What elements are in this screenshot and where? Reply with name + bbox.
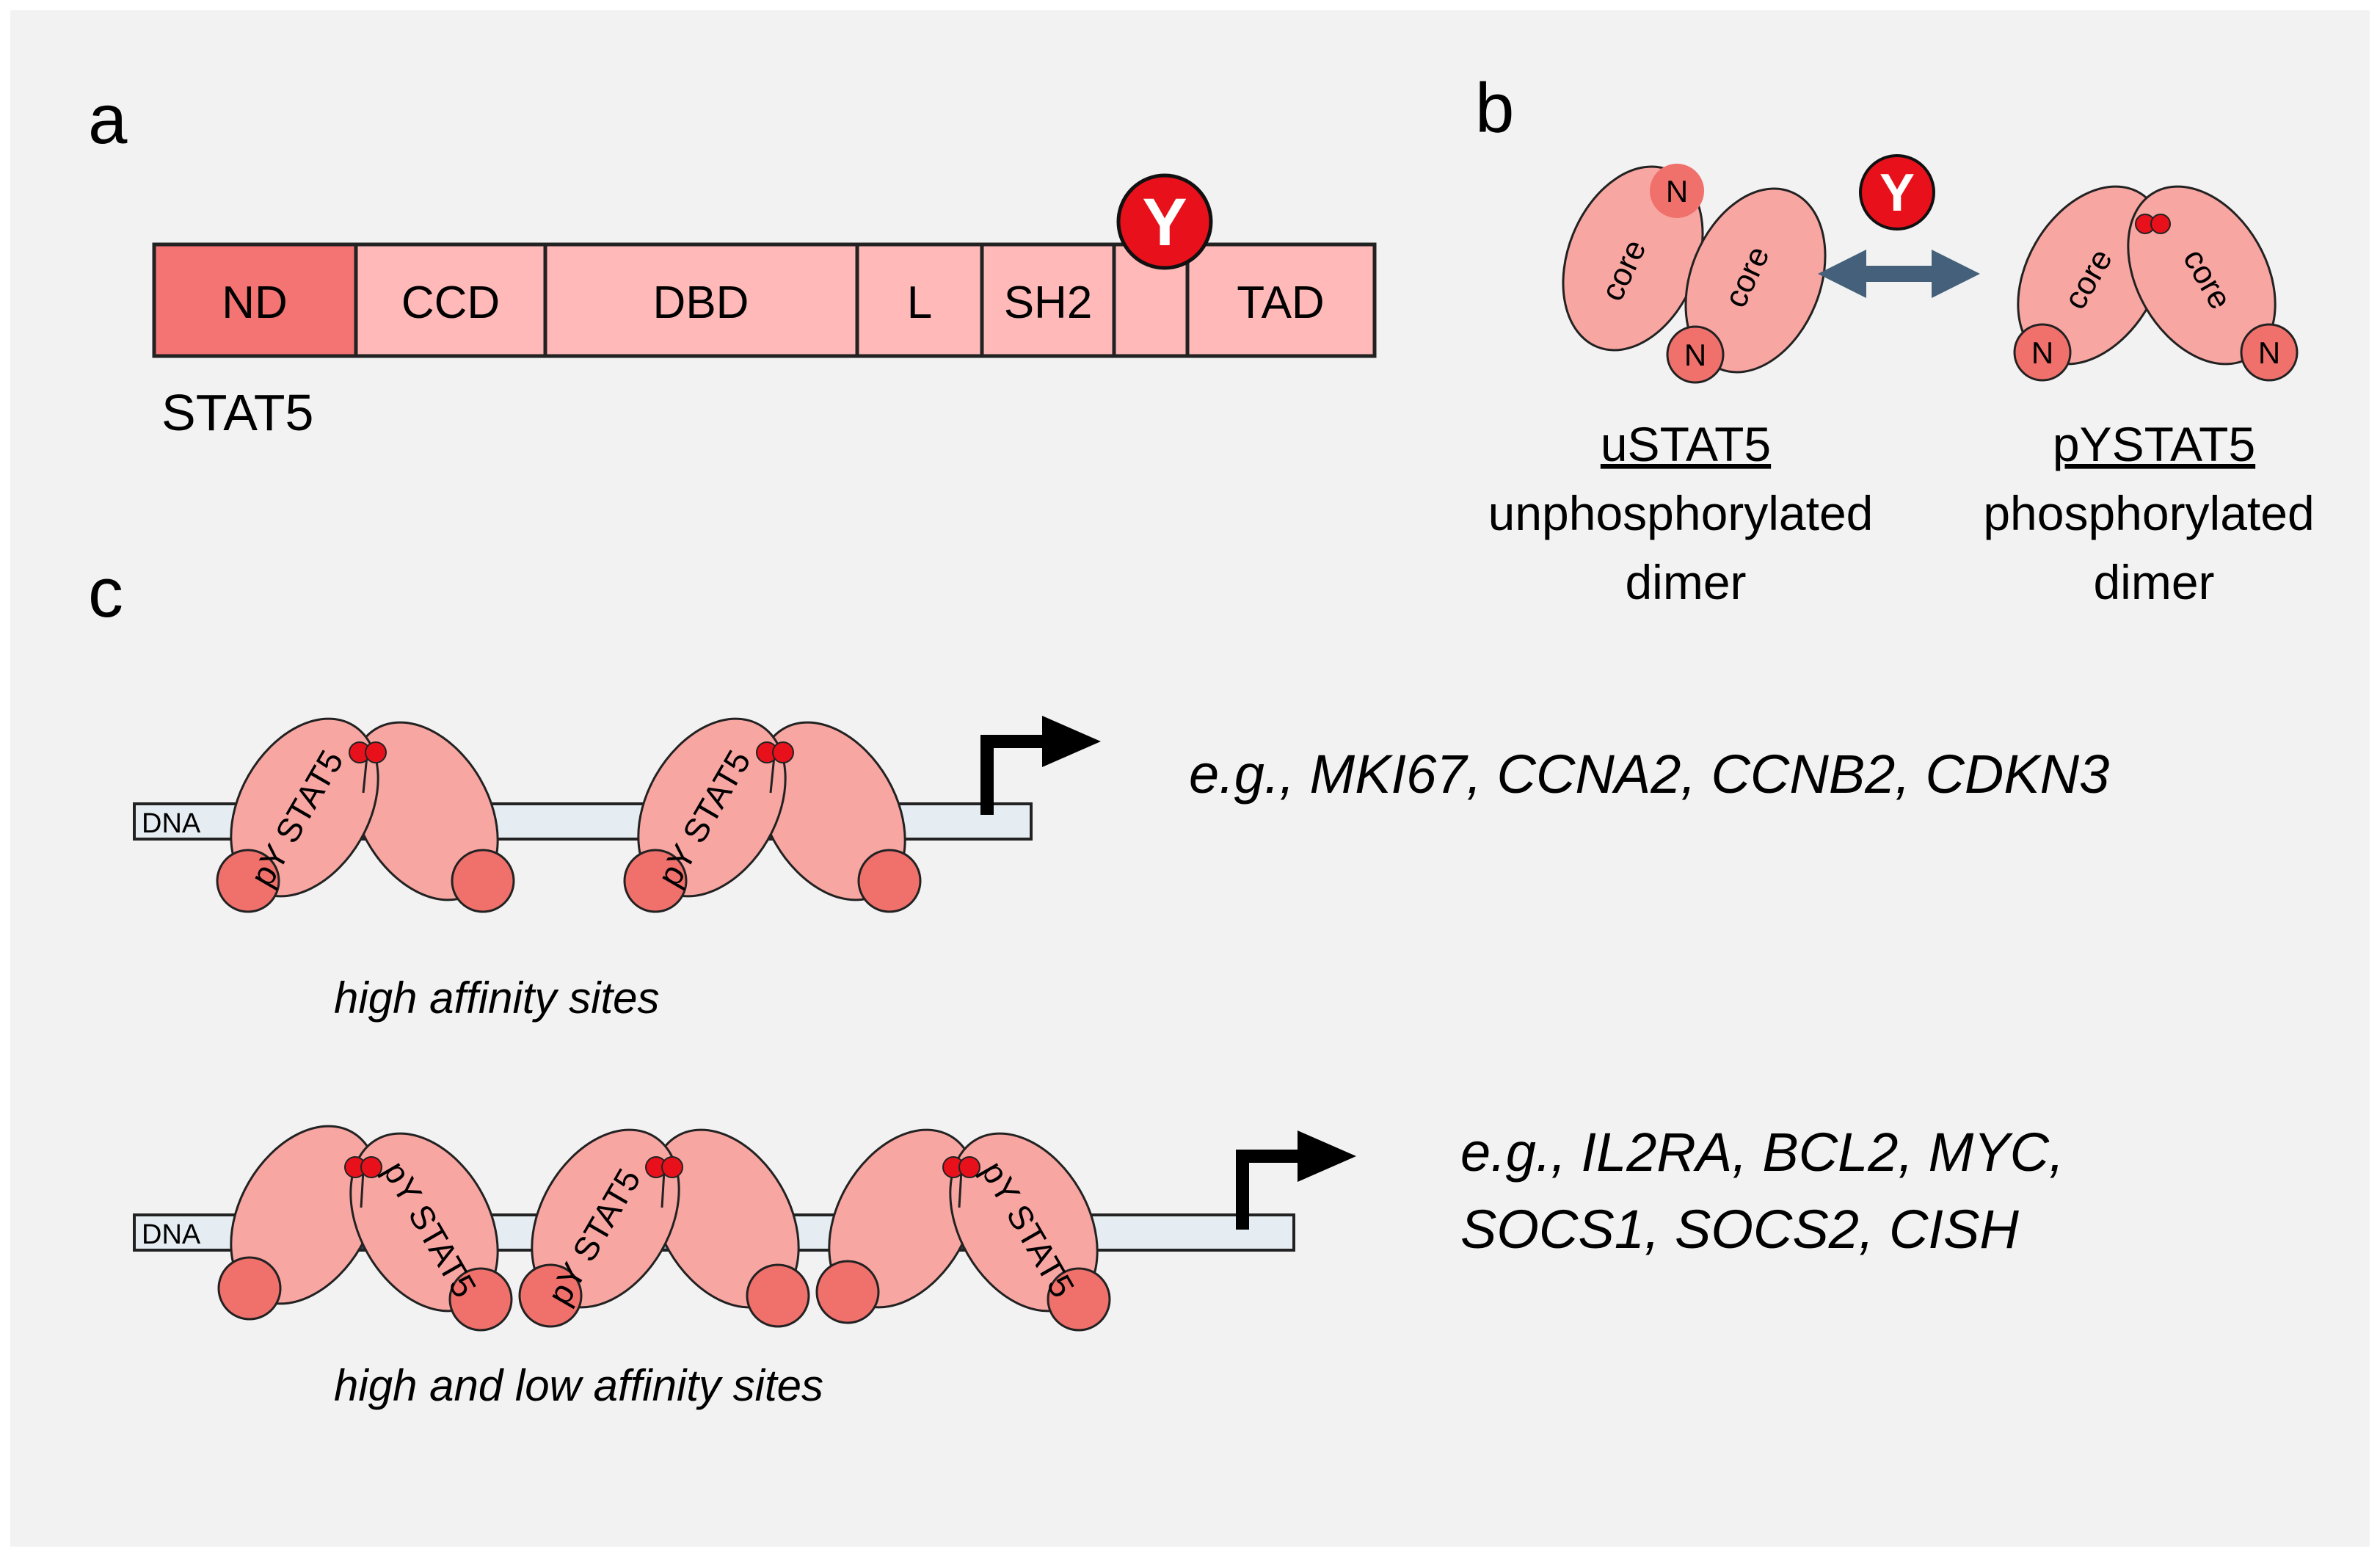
transcription-arrowhead-row2 <box>1298 1130 1356 1182</box>
phospho-stem <box>660 1170 666 1208</box>
panel-b-label: b <box>1475 69 1514 148</box>
pystat5-line2: dimer <box>2093 555 2214 609</box>
n-domain <box>815 1260 880 1324</box>
phospho-dot <box>958 1156 980 1178</box>
phospho-dot-right <box>2150 214 2171 234</box>
domain-linker <box>855 242 984 358</box>
row2-genes-line1: e.g., IL2RA, BCL2, MYC, <box>1460 1122 2064 1183</box>
phospho-tyrosine-label: Y <box>1142 185 1187 260</box>
dna-label-row2: DNA <box>142 1219 201 1250</box>
n-domain-right-p <box>2240 323 2299 382</box>
domain-linker-label: L <box>907 277 932 328</box>
n-domain <box>857 849 922 913</box>
n-left-p-label: N <box>2031 335 2053 370</box>
ustat5-line1: unphosphorylated <box>1488 486 1874 540</box>
phospho-stem <box>958 1170 963 1208</box>
phospho-dot <box>772 741 794 763</box>
domain-sh2 <box>980 242 1116 358</box>
n-domain <box>217 1256 282 1321</box>
n-domain <box>518 1263 583 1328</box>
transcription-arrowhead-row1 <box>1042 716 1101 767</box>
row-2: DNA pY STAT5 pY STAT5 <box>133 1122 2064 1410</box>
transcription-start-arrow-row2 <box>1236 1150 1305 1230</box>
domain-nd-label: ND <box>222 277 288 328</box>
domain-ccd-label: CCD <box>401 277 500 328</box>
pystat5-dimer-row1-b: pY STAT5 <box>623 717 922 913</box>
protein-name: STAT5 <box>161 384 313 441</box>
n-domain <box>216 849 280 913</box>
row1-genes: e.g., MKI67, CCNA2, CCNB2, CDKN3 <box>1189 744 2109 805</box>
domain-tad-label: TAD <box>1237 277 1324 328</box>
phospho-dot <box>360 1156 382 1178</box>
pystat5-line1: phosphorylated <box>1983 486 2314 540</box>
panel-a: a ND CCD DBD L SH2 TAD Y STAT5 <box>88 80 1377 441</box>
row1-caption: high affinity sites <box>334 973 660 1023</box>
row2-genes-line2: SOCS1, SOCS2, CISH <box>1460 1199 2019 1260</box>
panel-b: b core core N N Y core core N N <box>1475 69 2315 609</box>
phospho-stem <box>769 755 776 794</box>
domain-tad <box>1185 242 1377 358</box>
phospho-badge-b <box>1859 154 1935 231</box>
phospho-stem <box>362 755 368 794</box>
n-domain <box>448 1267 513 1332</box>
domain-dbd-label: DBD <box>653 277 749 328</box>
n-domain-top <box>1650 164 1704 218</box>
pystat5-dimer-row2-b: pY STAT5 <box>518 1128 810 1328</box>
n-domain <box>746 1263 810 1328</box>
row-1: DNA pY STAT5 pY STAT5 <box>133 716 2109 1023</box>
phospho-stem <box>360 1170 365 1208</box>
ustat5-dimer: core core N N <box>1562 164 1827 384</box>
domain-sh2-label: SH2 <box>1004 277 1093 328</box>
dna-label-row1: DNA <box>142 808 201 839</box>
phospho-badge-b-label: Y <box>1879 164 1915 222</box>
panel-a-label: a <box>88 80 128 159</box>
pystat5-dimer-row2-a: pY STAT5 <box>217 1125 513 1332</box>
row2-caption: high and low affinity sites <box>334 1361 823 1410</box>
ustat5-line2: dimer <box>1625 555 1746 609</box>
pystat5-title: pYSTAT5 <box>2053 417 2255 471</box>
phospho-dot <box>661 1156 683 1178</box>
n-bottom-label: N <box>1684 338 1706 372</box>
pystat5-dimer-row1-a: pY STAT5 <box>216 717 515 913</box>
transcription-start-arrow-row1 <box>980 735 1049 815</box>
n-domain <box>623 849 688 913</box>
n-domain <box>451 849 515 913</box>
n-top-label: N <box>1666 174 1688 208</box>
pystat5-dimer: core core N N <box>2013 185 2299 382</box>
n-domain-bottom <box>1666 325 1725 384</box>
phospho-tyrosine-badge <box>1116 173 1213 270</box>
phospho-dot <box>365 741 387 763</box>
pystat5-dimer-row2-c: pY STAT5 <box>815 1128 1111 1332</box>
domain-nd <box>152 242 358 358</box>
panel-c: c DNA pY STAT5 <box>88 554 2109 1410</box>
panel-c-label: c <box>88 554 123 632</box>
n-right-p-label: N <box>2258 335 2280 370</box>
n-domain-left-p <box>2013 323 2072 382</box>
n-domain <box>1047 1267 1111 1332</box>
ustat5-title: uSTAT5 <box>1601 417 1771 471</box>
